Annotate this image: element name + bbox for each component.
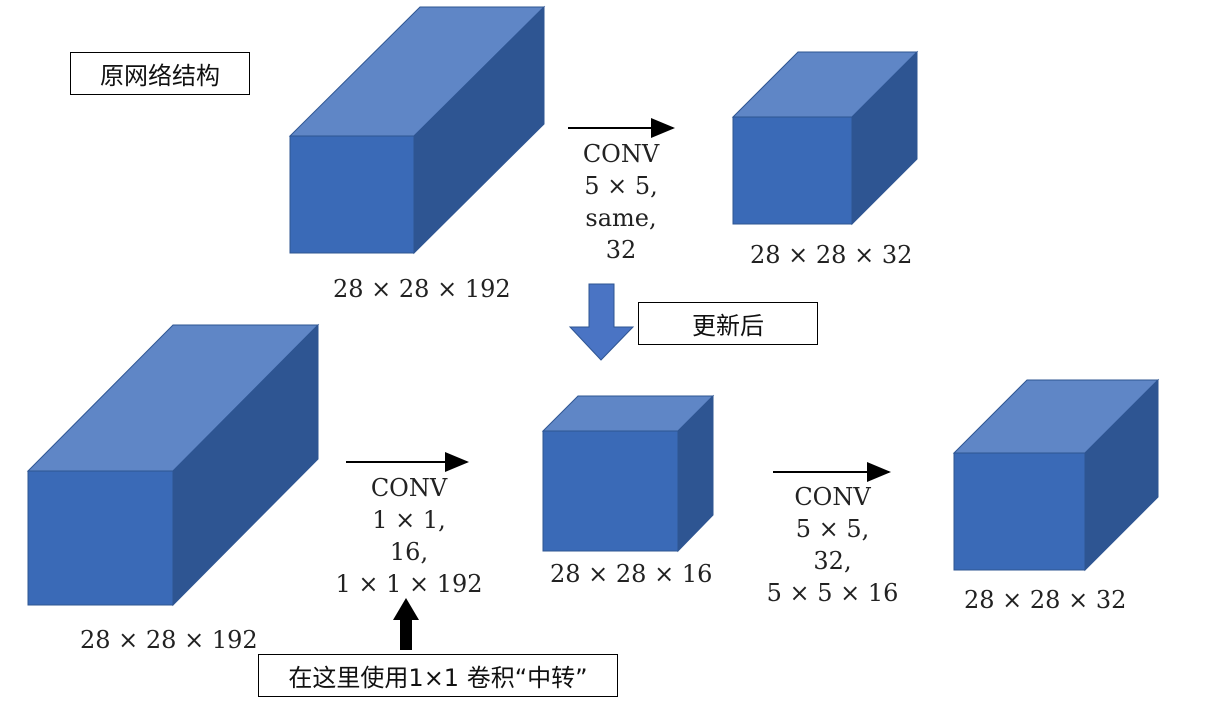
bottom-mid-dim: 28 × 28 × 16 (550, 560, 713, 588)
bottom-conv2-line3: 32, (813, 547, 852, 575)
top-input-dim: 28 × 28 × 192 (333, 275, 511, 303)
note-up-arrow (393, 598, 419, 650)
bottom-conv1-line1: CONV (370, 474, 448, 502)
bottom-conv1-params: CONV 1 × 1, 16, 1 × 1 × 192 (334, 472, 484, 600)
top-conv-line4: 32 (605, 236, 637, 264)
top-output-volume (731, 50, 919, 226)
top-conv-line2: 5 × 5, (584, 172, 658, 200)
bottom-mid-volume (541, 394, 715, 553)
bottom-conv1-line2: 1 × 1, (372, 506, 446, 534)
top-conv-params: CONV 5 × 5, same, 32 (572, 138, 670, 266)
bottom-conv2-params: CONV 5 × 5, 32, 5 × 5 × 16 (760, 481, 905, 609)
bottom-output-volume (952, 378, 1160, 572)
original-structure-label: 原网络结构 (70, 52, 250, 95)
top-input-volume (288, 5, 546, 255)
bottom-output-dim: 28 × 28 × 32 (964, 586, 1127, 614)
bottleneck-note-label: 在这里使用1×1 卷积“中转” (258, 654, 618, 697)
bottom-conv2-line1: CONV (794, 483, 871, 511)
bottom-input-volume (26, 323, 320, 607)
top-conv-line1: CONV (582, 140, 660, 168)
bottom-conv2-line2: 5 × 5, (795, 515, 870, 543)
bottom-conv1-line4: 1 × 1 × 192 (335, 570, 483, 598)
bottom-conv1-line3: 16, (389, 538, 429, 566)
bottom-conv2-line4: 5 × 5 × 16 (766, 579, 899, 607)
top-output-dim: 28 × 28 × 32 (750, 241, 913, 269)
updated-label: 更新后 (638, 302, 818, 345)
bottom-input-dim: 28 × 28 × 192 (80, 626, 258, 654)
top-conv-line3: same, (585, 204, 657, 232)
update-down-arrow (568, 283, 635, 361)
